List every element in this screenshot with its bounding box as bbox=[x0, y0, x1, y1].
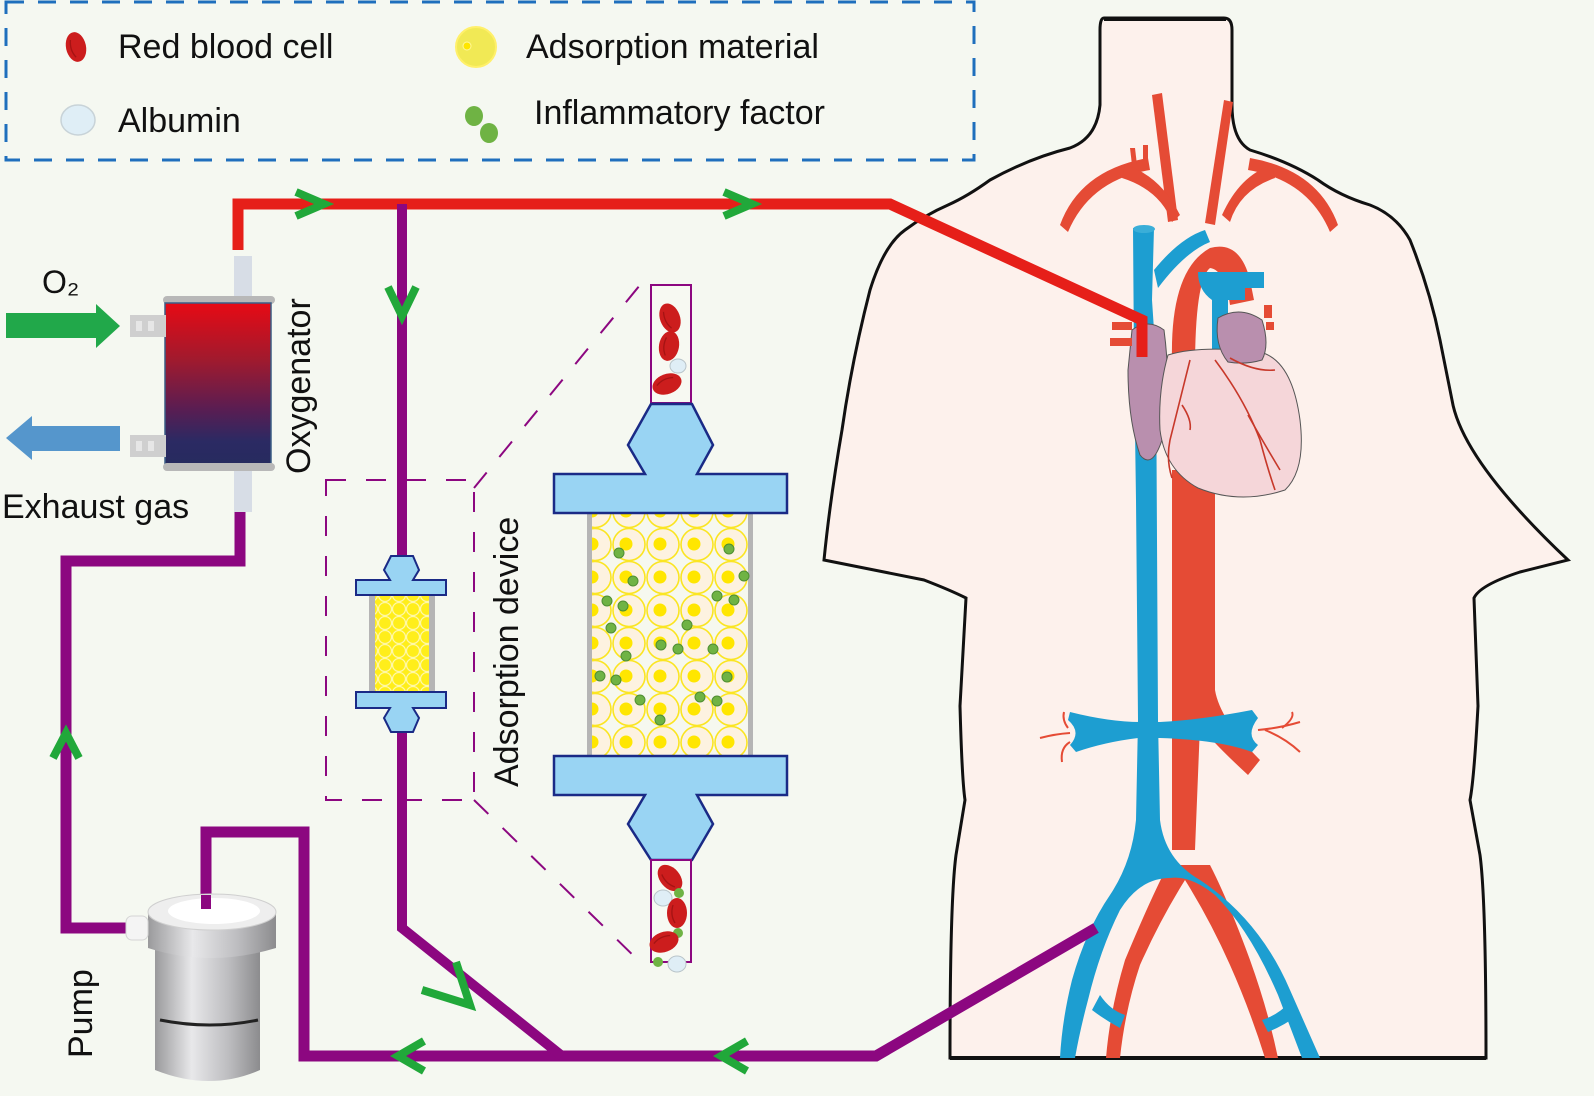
pump-body bbox=[155, 940, 260, 1081]
column-inflammatory-factors bbox=[594, 543, 750, 726]
outlet-tube-contents bbox=[645, 859, 688, 973]
zoom-line-top bbox=[473, 284, 641, 489]
upper-arteries bbox=[1060, 93, 1338, 232]
inflammatory-factor-icon bbox=[465, 106, 498, 143]
pump: Pump bbox=[62, 893, 277, 1081]
column-top-cap bbox=[552, 402, 789, 515]
adsorption-material-icon bbox=[455, 26, 497, 68]
legend-item-albumin: Albumin bbox=[60, 102, 241, 140]
zoom-line-bottom bbox=[473, 799, 641, 963]
flow-arrow-left-1 bbox=[389, 1037, 426, 1075]
legend-item-red-blood-cell: Red blood cell bbox=[62, 28, 333, 66]
legend-border bbox=[4, 0, 976, 162]
pump-band bbox=[159, 1018, 259, 1027]
exhaust-outlet-arrow-icon bbox=[6, 416, 120, 460]
albumin bbox=[669, 358, 687, 374]
oxygenator-bottom-connector bbox=[234, 466, 252, 512]
o2-label: O₂ bbox=[42, 264, 79, 300]
inlet-tube-contents bbox=[648, 299, 687, 400]
red-blood-cell-icon bbox=[62, 29, 90, 65]
gas-outlet-port bbox=[130, 435, 166, 457]
exhaust-gas-label: Exhaust gas bbox=[2, 488, 189, 526]
arterial-return-line bbox=[232, 198, 1148, 357]
legend-label-adsorption-material: Adsorption material bbox=[526, 28, 819, 66]
left-atrium bbox=[1216, 311, 1267, 364]
legend: Red blood cell Adsorption material Album… bbox=[4, 0, 976, 162]
renal-arteries bbox=[1039, 711, 1301, 763]
oxygenator: Oxygenator bbox=[130, 256, 318, 512]
vena-cava-top bbox=[1133, 225, 1155, 233]
human-torso bbox=[822, 16, 1572, 1060]
inflammatory-factor bbox=[653, 957, 663, 967]
oxygenator-label: Oxygenator bbox=[280, 298, 318, 474]
coronary-stub-left bbox=[1110, 322, 1132, 346]
brachiocephalic-vein bbox=[1154, 230, 1210, 288]
pulmonary-artery bbox=[1198, 272, 1264, 357]
legend-label-inflammatory-factor: Inflammatory factor bbox=[534, 94, 825, 132]
column-bottom-cap bbox=[552, 754, 789, 862]
flow-arrow-right-2 bbox=[722, 188, 763, 220]
coronary-vessels bbox=[1167, 357, 1281, 491]
flow-arrows bbox=[49, 188, 763, 1075]
flow-arrow-left-2 bbox=[712, 1037, 749, 1075]
oxygenator-body bbox=[164, 302, 272, 467]
albumin bbox=[653, 889, 673, 907]
flow-arrow-up-1 bbox=[49, 724, 83, 760]
oxygenator-top-connector bbox=[234, 256, 252, 300]
small-cartridge-adsorbent bbox=[375, 594, 429, 692]
ventricles bbox=[1159, 348, 1302, 498]
descending-aorta bbox=[1172, 470, 1260, 850]
oxygenator-bottom-cap bbox=[163, 463, 275, 471]
flow-arrow-right-1 bbox=[294, 188, 335, 220]
adsorption-branch-line bbox=[397, 204, 566, 1060]
legend-label-albumin: Albumin bbox=[118, 102, 241, 140]
pump-inlet-tube-tip bbox=[201, 895, 211, 909]
renal-veins bbox=[1068, 710, 1258, 752]
gas-inlet-port bbox=[130, 315, 166, 337]
legend-item-inflammatory-factor: Inflammatory factor bbox=[465, 94, 825, 143]
flow-arrow-down-1 bbox=[384, 285, 420, 326]
pump-outlet-port bbox=[125, 915, 149, 941]
adsorption-device-label: Adsorption device bbox=[488, 517, 526, 787]
red-blood-cell bbox=[666, 897, 688, 929]
o2-inlet-arrow-icon bbox=[6, 304, 120, 348]
inflammatory-factor bbox=[674, 888, 684, 898]
small-cartridge-bottom-cap bbox=[355, 691, 447, 733]
legend-label-red-blood-cell: Red blood cell bbox=[118, 28, 333, 66]
pump-head bbox=[168, 898, 260, 924]
oxygenator-top-cap bbox=[163, 296, 275, 304]
coronary-stub-right bbox=[1264, 305, 1274, 330]
heart bbox=[1110, 305, 1302, 498]
adsorption-device-small: Adsorption device bbox=[325, 284, 641, 963]
legend-item-adsorption-material: Adsorption material bbox=[455, 26, 819, 68]
small-cartridge-top-cap bbox=[355, 555, 447, 596]
iliac-arteries bbox=[1106, 865, 1278, 1058]
adsorption-device-zoomed bbox=[552, 284, 789, 973]
albumin bbox=[667, 955, 687, 973]
pump-label: Pump bbox=[62, 969, 100, 1058]
flow-arrow-diagonal bbox=[420, 960, 477, 1012]
adsorption-device-zoom-box bbox=[325, 479, 475, 801]
venous-drainage-line bbox=[60, 512, 1099, 1062]
vena-cava bbox=[1060, 228, 1320, 1058]
albumin-icon bbox=[60, 104, 96, 136]
